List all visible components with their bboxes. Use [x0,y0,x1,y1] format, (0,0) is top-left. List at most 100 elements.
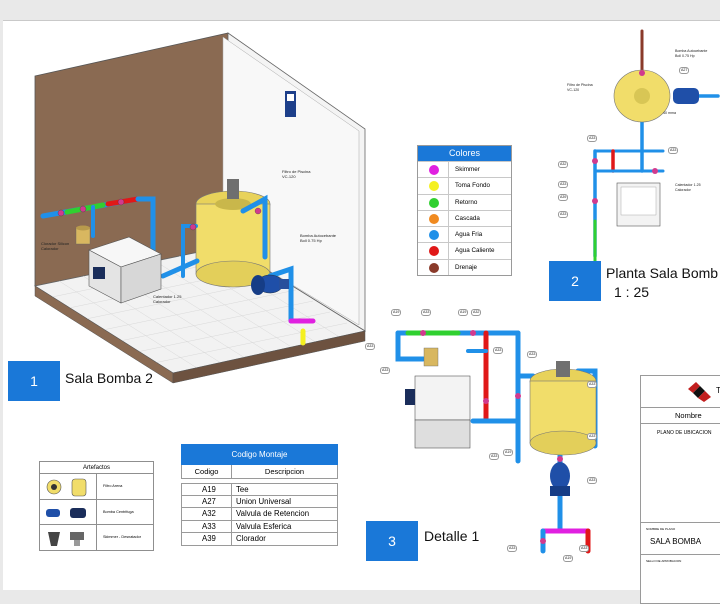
artifact-label-skimmer: Skimmer - Desnatador [103,535,141,539]
mounting-code-header: Codigo Descripcion [181,465,338,479]
title-block-nombre-plano: NOMBRE DE PLANO SALA BOMBA [641,523,720,555]
view2-scale: 1 : 25 [614,284,650,300]
fitting-tag: A19 [503,449,514,456]
artifact-row-skimmer: Skimmer - Desnatador [40,525,153,551]
mounting-code-cell: A27 [182,495,232,507]
artifact-row-filter: Filtro Arena [40,474,153,500]
drawing-sheet: Filtro de Piscina VC-120 Bomba Autoceban… [3,20,720,604]
mounting-code-table: Codigo Montaje Codigo Descripcion A19 Tee… [181,444,338,546]
mounting-code-title: Codigo Montaje [181,444,338,465]
view3-title: Detalle 1 [424,528,480,544]
fitting-tag: A19 [563,555,574,562]
color-legend-label: Agua Caliente [455,247,495,255]
artifact-label-filter: Filtro Arena [103,484,123,488]
color-legend-label: Drenaje [455,263,478,271]
fitting-tag: A33 [579,545,590,552]
fitting-tag: A33 [668,147,679,154]
color-swatch-icon [429,230,439,241]
view2-label-bomba: Bomba Autocebante Boll 0.75 Hp [675,49,708,58]
color-legend-row: Skimmer [418,161,511,178]
fitting-tag: A33 [587,135,598,142]
view2-number-badge: 2 [549,261,601,301]
fitting-tag: A33 [421,309,432,316]
view1-number-badge: 1 [8,361,60,401]
fitting-tag: A33 [558,181,569,188]
fitting-tag: A33 [507,545,518,552]
view2-label-filtro: Filtro de Piscina VC-120 [567,83,593,92]
view2-title: Planta Sala Bomb [606,265,719,281]
view1-label-filtro: Filtro de Piscina VC-120 [282,169,311,179]
view1-title: Sala Bomba 2 [65,370,153,386]
fitting-tag: A19 [458,309,469,316]
view3-detail-diagram [395,330,598,554]
artifact-row-pump: Bomba Centrifuga [40,500,153,525]
mounting-code-row: A33 Valvula Esferica [181,520,338,533]
color-legend-row: Cascada [418,209,511,227]
mounting-description-cell: Valvula Esferica [236,521,292,531]
logo-letter: T [716,386,720,395]
view2-dim: 40 mma [663,111,676,115]
view2-label-calentador: Calentador 1.25 Calorador [675,183,701,192]
mounting-code-row: A27 Union Universal [181,495,338,508]
color-swatch-icon [429,213,439,224]
artifact-label-pump: Bomba Centrifuga [103,509,134,514]
view1-label-calentador: Calentador 1.25 Calorador [153,294,182,304]
mounting-code-row: A39 Clorador [181,533,338,546]
color-swatch-icon [429,181,439,192]
view2-plan-diagram [592,29,720,263]
color-legend-label: Cascada [455,214,480,222]
sello-caption: SELLO DE APROBACION [646,559,682,563]
mounting-code-cell: A39 [182,533,232,545]
color-legend-row: Toma Fondo [418,177,511,194]
fitting-tag: A33 [527,351,538,358]
fitting-tag: A33 [365,343,376,350]
mounting-code-row: A32 Valvula de Retencion [181,508,338,521]
color-swatch-icon [429,262,439,273]
mounting-code-cell: A33 [182,520,232,532]
title-block-nombre: Nombre [641,408,720,424]
color-legend-row: Drenaje [418,258,511,276]
fitting-tag: A32 [471,309,482,316]
fitting-tag: A33 [587,433,598,440]
color-swatch-icon [429,197,439,208]
fitting-tag: A33 [380,367,391,374]
fitting-tag: A33 [489,453,500,460]
fitting-tag: A32 [558,161,569,168]
color-swatch-icon [429,165,439,175]
fitting-tag: A33 [493,347,504,354]
mounting-code-cell: A19 [182,484,232,495]
view1-label-bomba: Bomba Autocebante Boll 0.75 Hp [300,233,337,243]
mounting-description-cell: Tee [236,485,249,494]
nombre-plano-caption: NOMBRE DE PLANO [646,527,676,531]
fitting-tag: A33 [558,211,569,218]
col-descripcion-header: Descripcion [264,467,305,476]
color-legend-row: Agua Caliente [418,242,511,259]
fitting-tag: A19 [391,309,402,316]
col-codigo-header: Codigo [182,465,232,478]
view1-isometric-room [33,32,367,384]
mounting-description-cell: Union Universal [236,496,292,506]
colors-legend-title: Colores [418,146,511,161]
mounting-code-row: A19 Tee [181,483,338,496]
fitting-tag: A33 [587,477,598,484]
artifacts-legend-title: Artefactos [40,462,153,474]
view1-label-clorador: Clorador Silicon Calorador [41,241,70,251]
mounting-code-cell: A32 [182,508,232,520]
color-legend-label: Retorno [455,198,478,206]
artifacts-legend: Artefactos Filtro Arena Bomba Centrifuga [39,461,154,551]
color-legend-row: Retorno [418,193,511,210]
title-block-plano-ubicacion: PLANO DE UBICACION [641,424,720,523]
logo: T [641,376,720,408]
color-legend-row: Agua Fria [418,226,511,243]
color-legend-label: Toma Fondo [455,182,491,190]
color-legend-label: Agua Fria [455,231,483,239]
fitting-tag: A33 [587,381,598,388]
color-legend-label: Skimmer [455,166,480,173]
view3-number-badge: 3 [366,521,418,561]
nombre-plano-value: SALA BOMBA [650,537,702,546]
mounting-description-cell: Clorador [236,534,266,543]
mounting-description-cell: Valvula de Retencion [236,509,310,518]
title-block-sello: SELLO DE APROBACION [641,555,720,595]
fitting-tag: A27 [679,67,690,74]
